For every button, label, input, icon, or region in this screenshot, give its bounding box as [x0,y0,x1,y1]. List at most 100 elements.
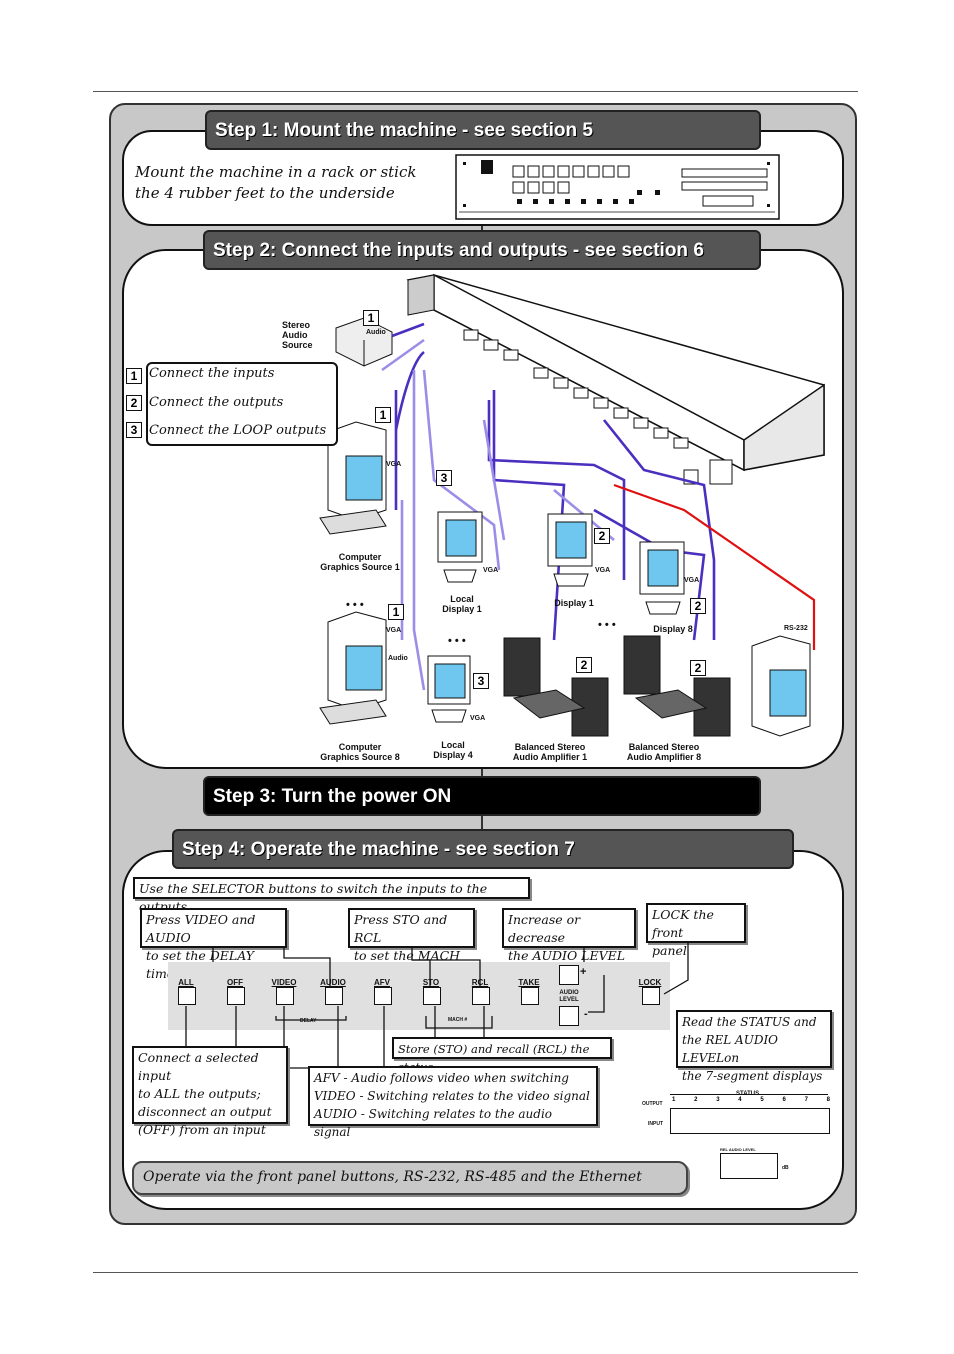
audio-level-minus: - [584,1008,588,1020]
machine-front-panel-image [455,154,780,220]
audio-button[interactable] [325,987,343,1005]
level-line2: the AUDIO LEVEL [508,948,626,963]
top-rule [93,91,858,92]
audio-level-down-button[interactable] [559,1006,579,1026]
all-off-line2: to ALL the outputs; [138,1086,261,1101]
selector-note: Use the SELECTOR buttons to switch the i… [133,877,530,914]
step1-text: Mount the machine in a rack or stick the… [135,162,416,204]
lock-line1: LOCK the front [652,907,714,940]
footer-note-text: Operate via the front panel buttons, RS-… [143,1169,642,1185]
ellipsis-computers: • • • [346,599,364,611]
delay-label: DELAY [300,1018,317,1024]
step-num-2d: 2 [690,660,706,676]
status-line3: the 7-segment displays [682,1069,823,1083]
legend-num-2: 2 [126,395,142,411]
output-num-7: 7 [804,1097,808,1103]
status-note: Read the STATUS and the REL AUDIO LEVELo… [676,1010,832,1083]
all-button[interactable] [178,987,196,1005]
front-panel-band [168,962,670,1030]
btn-label-sto: STO [422,978,440,987]
legend-box [146,362,338,446]
step-num-2a: 2 [594,528,610,544]
off-button[interactable] [227,987,245,1005]
local-display-4-label: Local Display 4 [433,740,473,760]
btn-label-rcl: RCL [471,978,489,987]
output-num-6: 6 [782,1097,786,1103]
legend-text-2: Connect the outputs [149,395,284,410]
step-num-2c: 2 [576,657,592,673]
btn-label-take: TAKE [518,978,540,987]
local-display-1-label: Local Display 1 [442,594,482,614]
output-num-8: 8 [826,1097,830,1103]
output-num-3: 3 [716,1097,720,1103]
status-line2: the REL AUDIO LEVELon [682,1033,779,1065]
vga-label-display1: VGA [595,567,611,574]
vga-label-comp1: VGA [386,461,402,468]
connection-diagram [319,273,825,737]
lock-note: LOCK the front panel [646,903,746,958]
step3-title: Step 3: Turn the power ON [203,776,761,816]
rel-audio-level-label: REL AUDIO LEVEL [720,1147,756,1152]
step4-title: Step 4: Operate the machine - see sectio… [172,829,794,869]
step-num-2b: 2 [690,598,706,614]
bottom-rule [93,1272,858,1273]
local-display-1-image [437,511,483,583]
switcher-rear-panel-image [406,273,825,485]
lock-button[interactable] [642,987,660,1005]
db-label: dB [782,1165,789,1171]
output-num-2: 2 [694,1097,698,1103]
output-numbers: 1 2 3 4 5 6 7 8 [672,1097,830,1103]
audio-level-up-button[interactable] [559,965,579,985]
output-num-1: 1 [672,1097,676,1103]
legend-num-3: 3 [126,422,142,438]
all-off-note: Connect a selected input to ALL the outp… [132,1046,288,1137]
rcl-button[interactable] [472,987,490,1005]
vga-label-comp8: VGA [386,627,402,634]
step-num-3b: 3 [473,673,489,689]
video-audio-line1: Press VIDEO and AUDIO [146,912,256,945]
step-num-1c: 1 [388,604,404,620]
output-label: OUTPUT [642,1101,663,1107]
btn-label-off: OFF [227,978,243,987]
stereo-audio-source-label: Stereo Audio Source [282,320,313,350]
legend-text-3: Connect the LOOP outputs [149,423,327,438]
rs232-label: RS-232 [784,625,808,632]
afv-line3: AUDIO - Switching relates to the audio s… [314,1107,553,1139]
vga-label-display8: VGA [684,577,700,584]
all-off-line1: Connect a selected input [138,1050,259,1083]
step1-line1: Mount the machine in a rack or stick [135,163,417,181]
audio-label-comp8: Audio [388,655,408,662]
local-display-4-image [427,655,471,723]
video-button[interactable] [276,987,294,1005]
btn-label-afv: AFV [374,978,390,987]
btn-label-audio: AUDIO [320,978,346,987]
btn-label-lock: LOCK [638,978,662,987]
output-num-4: 4 [738,1097,742,1103]
audio-level-plus: + [580,966,587,978]
computer-1-label: Computer Graphics Source 1 [320,552,400,572]
level-line1: Increase or decrease [508,912,581,945]
sto-button[interactable] [423,987,441,1005]
sto-rcl-note: Press STO and RCL to set the MACH # [348,908,475,981]
computer-8-label: Computer Graphics Source 8 [320,742,400,762]
afv-button[interactable] [374,987,392,1005]
store-note: Store (STO) and recall (RCL) the status [392,1037,612,1074]
legend-text-1: Connect the inputs [149,366,275,381]
legend-num-1: 1 [126,368,142,384]
display-8-image [639,541,685,615]
step-num-1b: 1 [375,407,391,423]
take-button[interactable] [521,987,539,1005]
all-off-line3: disconnect an output [138,1104,272,1119]
amplifier-8-image [623,635,731,737]
btn-label-all: ALL [178,978,194,987]
ellipsis-local: • • • [448,635,466,647]
rel-audio-display [720,1153,778,1179]
video-audio-note: Press VIDEO and AUDIO to set the DELAY t… [140,908,287,981]
step2-title: Step 2: Connect the inputs and outputs -… [203,230,761,270]
amplifier-8-label: Balanced Stereo Audio Amplifier 8 [626,742,702,762]
status-rule [670,1094,828,1095]
input-display [670,1108,830,1134]
ellipsis-displays: • • • [598,619,616,631]
step1-line2: the 4 rubber feet to the underside [135,184,395,202]
